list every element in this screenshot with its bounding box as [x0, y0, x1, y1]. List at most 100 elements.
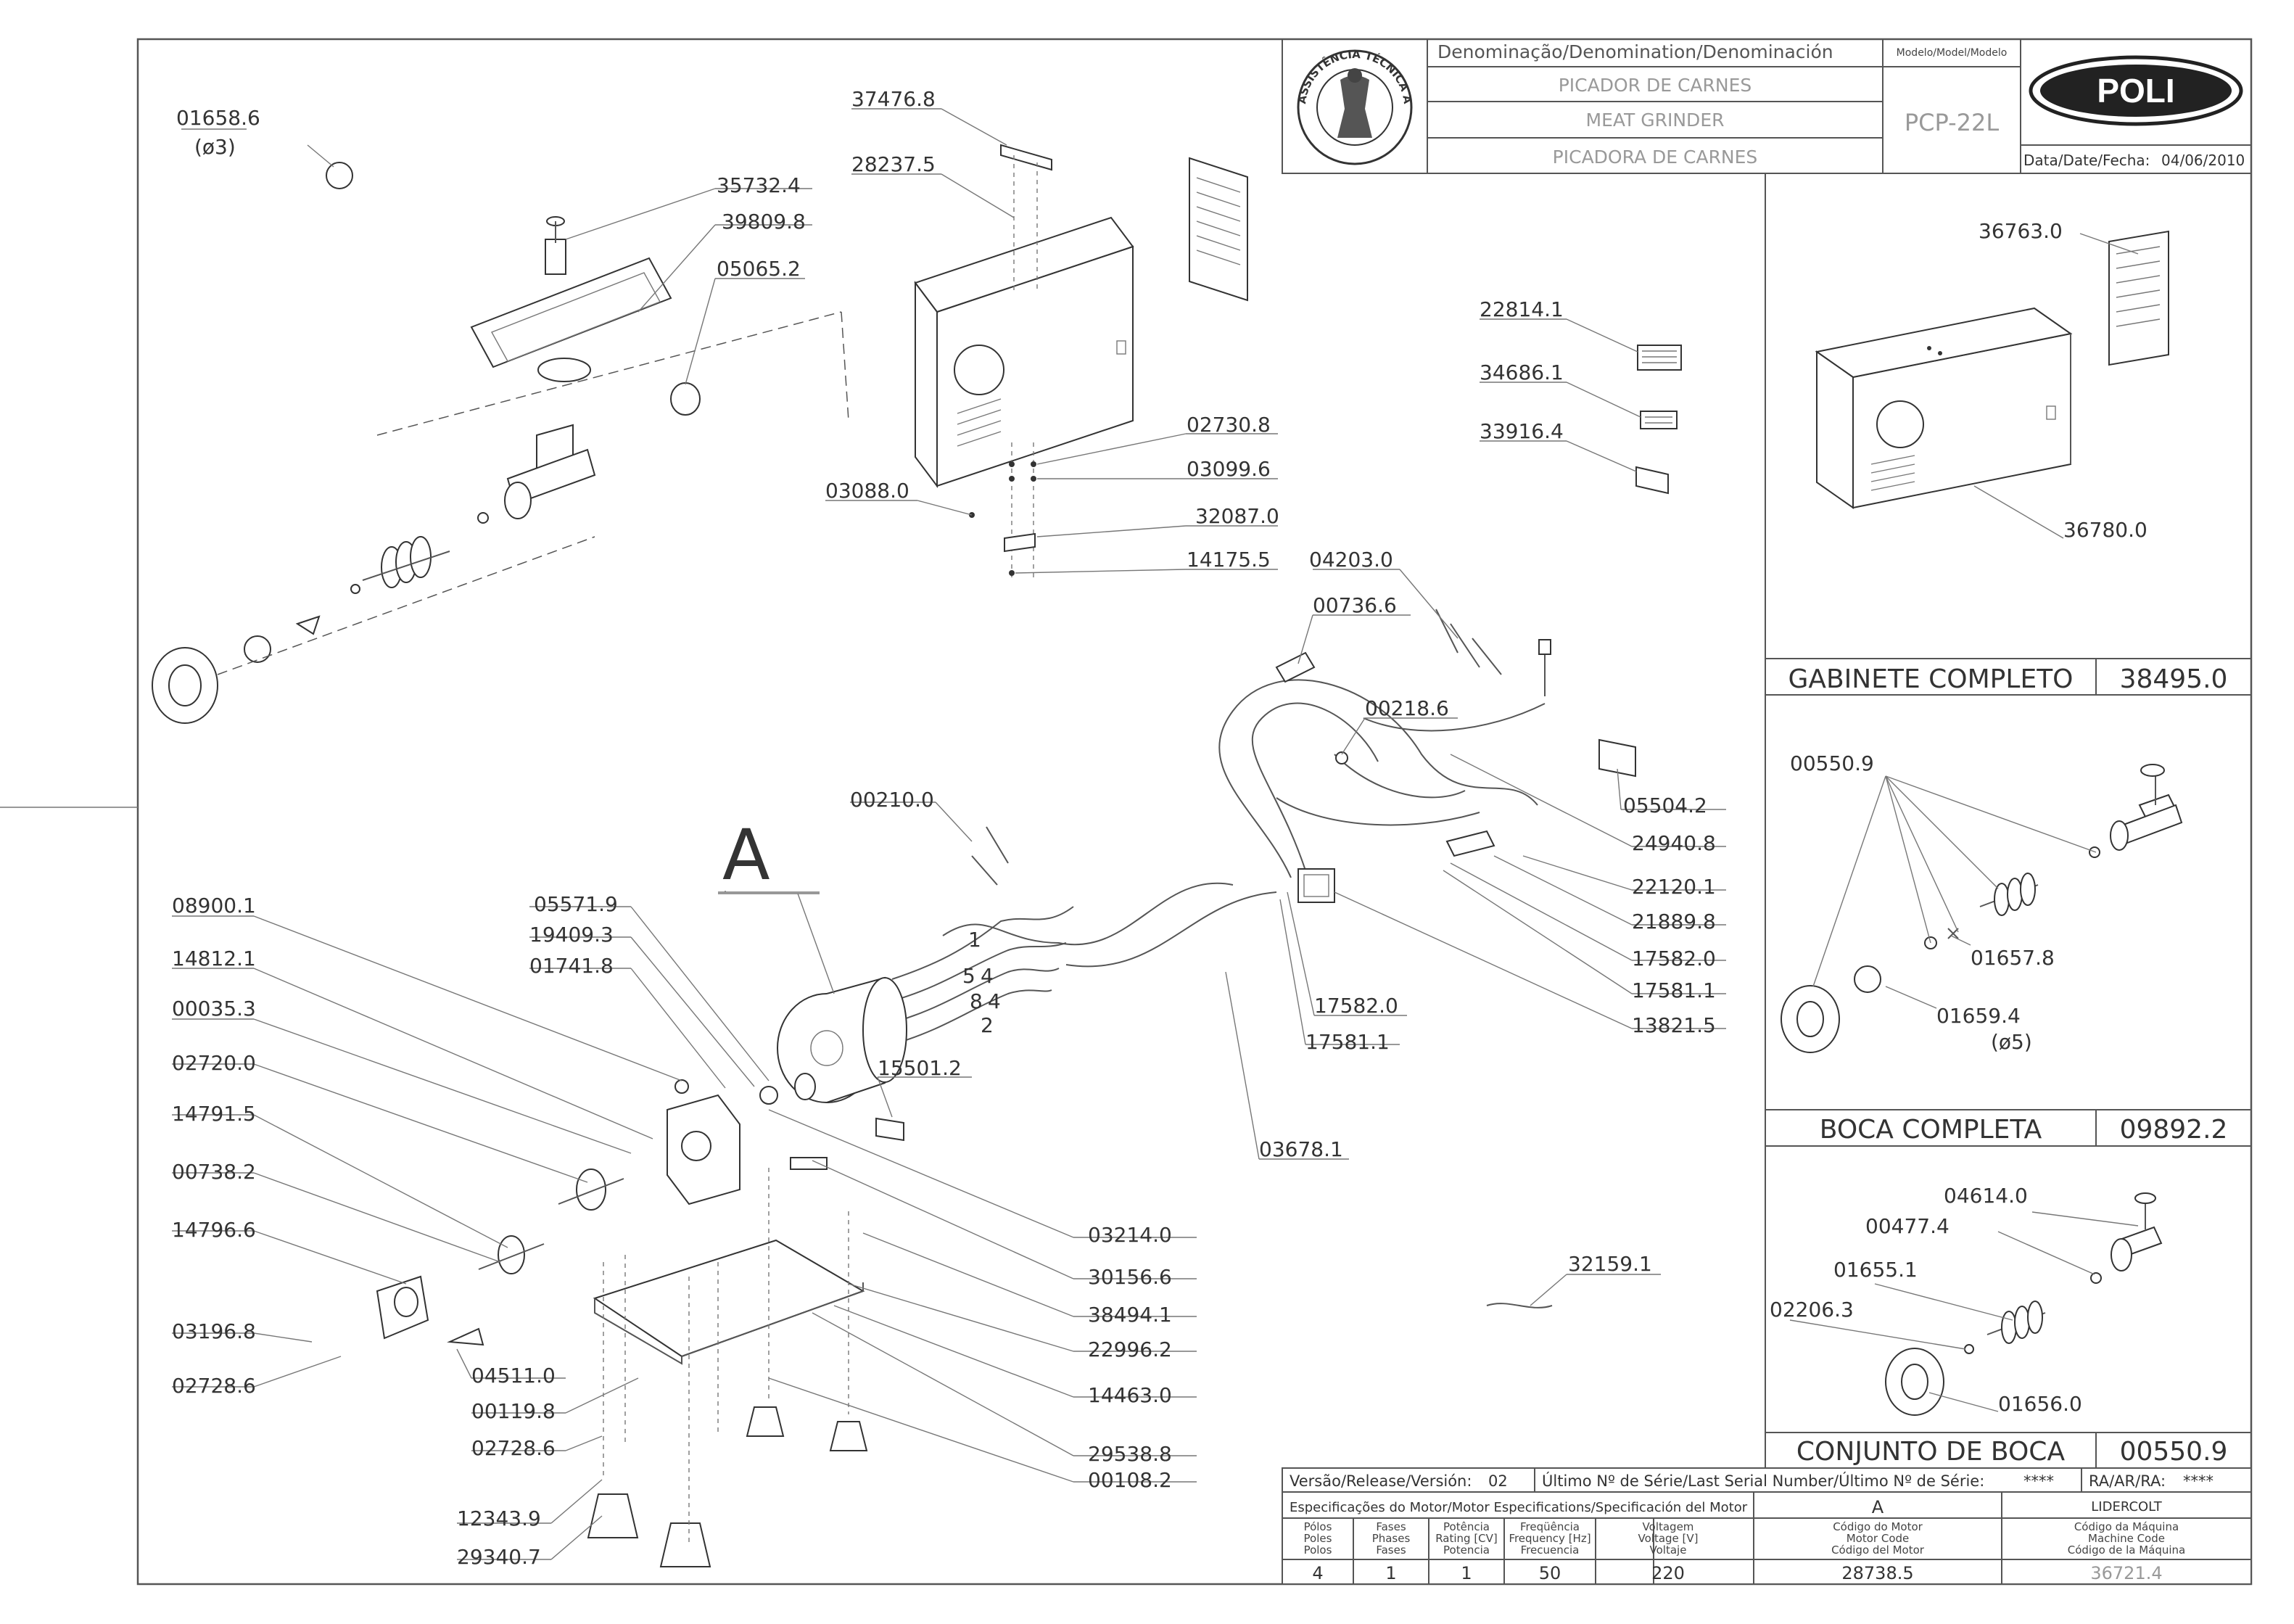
- part-label: 00108.2: [1088, 1468, 1172, 1492]
- date-label: Data/Date/Fecha:: [2023, 152, 2150, 169]
- part-label: 02728.6: [471, 1436, 556, 1460]
- part-label: 17581.1: [1305, 1030, 1390, 1054]
- svg-text:Código da Máquina: Código da Máquina: [2074, 1520, 2179, 1533]
- machine-code-value: 36721.4: [2090, 1563, 2162, 1583]
- part-label: 00119.8: [471, 1399, 556, 1423]
- svg-text:Potência: Potência: [1443, 1520, 1490, 1533]
- part-label: 22814.1: [1480, 297, 1564, 321]
- serial-label: Último Nº de Série/Last Serial Number/Úl…: [1542, 1472, 1984, 1490]
- part-label: 04614.0: [1944, 1184, 2028, 1208]
- svg-text:Rating [CV]: Rating [CV]: [1435, 1532, 1498, 1545]
- part-label: (ø3): [194, 135, 236, 159]
- part-label: 14463.0: [1088, 1383, 1172, 1407]
- version-value: 02: [1488, 1472, 1508, 1490]
- part-label: 05065.2: [717, 257, 801, 281]
- part-label: 00477.4: [1865, 1214, 1950, 1238]
- wire-number: 2: [981, 1013, 994, 1037]
- voltage-value: 220: [1651, 1563, 1685, 1583]
- spec-table: Versão/Release/Versión: 02 Último Nº de …: [1282, 1467, 2252, 1585]
- part-label: 01655.1: [1833, 1258, 1918, 1282]
- motor-callout-letter: A: [722, 815, 770, 896]
- part-label: 32159.1: [1568, 1252, 1652, 1276]
- part-label: 03678.1: [1259, 1137, 1343, 1161]
- part-label: 33916.4: [1480, 419, 1564, 443]
- part-label: 01659.4: [1936, 1004, 2021, 1028]
- svg-text:Freqüência: Freqüência: [1520, 1520, 1580, 1533]
- mouth-set-drawing: [1885, 1192, 2163, 1416]
- date-value: 04/06/2010: [2161, 152, 2245, 169]
- manufacturer: LIDERCOLT: [2091, 1499, 2162, 1514]
- seal-text: ASSISTÊNCIA TÉCNICA AUTORIZADA: [0, 0, 1414, 105]
- main-parts-geometry: [152, 144, 1682, 1567]
- name-pt: PICADOR DE CARNES: [1559, 75, 1752, 96]
- frequency-value: 50: [1539, 1563, 1561, 1583]
- part-label: 29340.7: [457, 1545, 541, 1569]
- part-label: 03088.0: [825, 479, 909, 503]
- svg-text:Poles: Poles: [1304, 1532, 1332, 1545]
- part-label: 03099.6: [1187, 457, 1271, 481]
- svg-text:Voltaje: Voltaje: [1650, 1543, 1687, 1557]
- part-label: 17582.0: [1632, 947, 1716, 970]
- part-label: 35732.4: [717, 173, 801, 197]
- mouth-title: BOCA COMPLETA: [1820, 1115, 2042, 1145]
- part-labels: 01658.6 (ø3) 35732.4 39809.8 05065.2 374…: [172, 87, 2147, 1569]
- mouth-code: 09892.2: [2120, 1115, 2228, 1145]
- ra-label: RA/AR/RA:: [2089, 1472, 2166, 1490]
- part-label: 17581.1: [1632, 978, 1716, 1002]
- sheet-border: [136, 38, 2253, 1586]
- mouth-set-code: 00550.9: [2120, 1437, 2228, 1467]
- svg-text:Motor Code: Motor Code: [1847, 1532, 1910, 1545]
- svg-text:Frequency [Hz]: Frequency [Hz]: [1509, 1532, 1590, 1545]
- part-label: 15501.2: [878, 1056, 962, 1080]
- svg-text:Pólos: Pólos: [1304, 1520, 1332, 1533]
- model-value: PCP-22L: [1905, 109, 2000, 136]
- name-en: MEAT GRINDER: [1586, 110, 1725, 131]
- svg-text:Código de la Máquina: Código de la Máquina: [2068, 1543, 2185, 1557]
- svg-text:Voltagem: Voltagem: [1643, 1520, 1694, 1533]
- svg-text:Código del Motor: Código del Motor: [1831, 1543, 1925, 1557]
- part-label: 02728.6: [172, 1374, 256, 1398]
- part-label: 29538.8: [1088, 1442, 1172, 1466]
- part-label: 34686.1: [1480, 360, 1564, 384]
- mouth-set-title: CONJUNTO DE BOCA: [1796, 1437, 2066, 1467]
- part-label: 19409.3: [529, 923, 614, 947]
- part-label: 05571.9: [534, 892, 618, 916]
- motor-spec-header: Especificações do Motor/Motor Especifica…: [1290, 1500, 1748, 1515]
- part-label: 02730.8: [1187, 413, 1271, 437]
- wire-number: 1: [968, 928, 981, 952]
- part-label: 00218.6: [1365, 696, 1449, 720]
- version-label: Versão/Release/Versión:: [1290, 1472, 1472, 1490]
- part-label: 32087.0: [1195, 504, 1279, 528]
- part-label: 14791.5: [172, 1102, 256, 1126]
- wire-number: 5: [962, 964, 975, 988]
- part-label: 14812.1: [172, 947, 256, 970]
- title-block: ASSISTÊNCIA TÉCNICA AUTORIZADA Denominaç…: [0, 0, 2252, 174]
- part-label: 24940.8: [1632, 831, 1716, 855]
- part-label: 00738.2: [172, 1160, 256, 1184]
- motor-letter: A: [1872, 1497, 1884, 1517]
- part-label: 21889.8: [1632, 910, 1716, 933]
- part-label: 03214.0: [1088, 1223, 1172, 1247]
- cabinet-title: GABINETE COMPLETO: [1788, 664, 2073, 694]
- poli-logo: POLI: [2029, 55, 2243, 126]
- rating-value: 1: [1461, 1563, 1472, 1583]
- part-label: 13821.5: [1632, 1013, 1716, 1037]
- part-label: 05504.2: [1623, 794, 1707, 817]
- part-label: 17582.0: [1314, 994, 1398, 1018]
- part-label: 02720.0: [172, 1051, 256, 1075]
- serial-value: ****: [2023, 1472, 2054, 1490]
- part-label: 22996.2: [1088, 1337, 1172, 1361]
- cabinet-complete-drawing: [1815, 230, 2169, 509]
- part-label: 28237.5: [851, 152, 936, 176]
- part-label: 02206.3: [1770, 1298, 1854, 1322]
- leader-lines: [172, 108, 1726, 1560]
- denomination-header: Denominação/Denomination/Denominación: [1437, 41, 1833, 62]
- part-label: 12343.9: [457, 1506, 541, 1530]
- right-panels: GABINETE COMPLETO 38495.0 BOCA COMPLETA …: [1765, 173, 2251, 1468]
- part-label: 36780.0: [2063, 518, 2147, 542]
- part-label: 01658.6: [176, 106, 260, 130]
- part-label: 00736.6: [1313, 593, 1397, 617]
- part-label: 30156.6: [1088, 1265, 1172, 1289]
- svg-text:Código do Motor: Código do Motor: [1833, 1520, 1923, 1533]
